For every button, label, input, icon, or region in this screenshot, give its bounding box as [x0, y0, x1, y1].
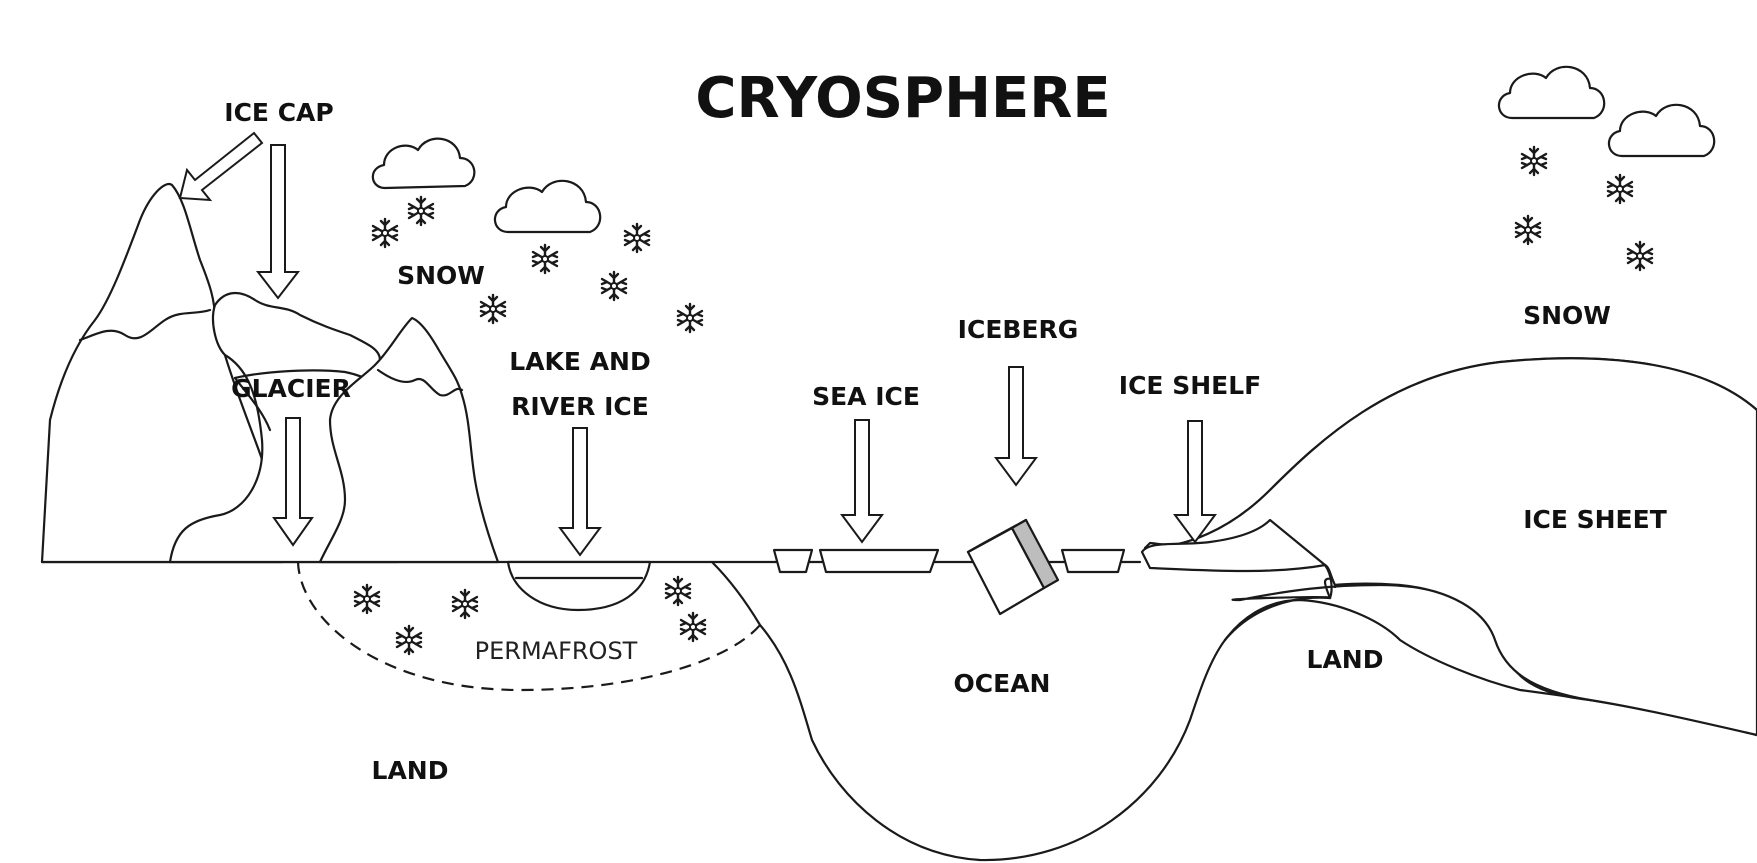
lake-basin: [506, 560, 652, 612]
label-snow-right: SNOW: [1523, 301, 1611, 330]
sea-ice-floe-1: [772, 548, 814, 574]
arrow-icon: [840, 419, 884, 544]
cloud-icon: [493, 179, 602, 234]
snowflake-icon: [676, 302, 704, 334]
label-lake-line1: LAKE AND: [509, 347, 650, 376]
label-ocean: OCEAN: [954, 669, 1051, 698]
arrow-icon: [255, 144, 301, 300]
arrow-icon: [272, 417, 314, 547]
arrow-icon: [558, 427, 602, 557]
snowflake-icon: [395, 624, 423, 656]
ice-sheet-body: [1143, 357, 1757, 737]
snowflake-icon: [531, 243, 559, 275]
arrow-icon: [178, 131, 264, 202]
snowflake-icon: [1520, 145, 1548, 177]
arrow-icon: [994, 366, 1038, 487]
label-ice-cap: ICE CAP: [224, 98, 333, 127]
snowflake-icon: [479, 293, 507, 325]
snowflake-icon: [451, 588, 479, 620]
sea-ice-floe-3: [1060, 548, 1126, 574]
diagram-title: CRYOSPHERE: [695, 66, 1110, 131]
mountain-right: [318, 316, 500, 564]
label-land-right: LAND: [1307, 645, 1384, 674]
mountain-left-snowline: [78, 308, 212, 342]
snowflake-icon: [664, 575, 692, 607]
mountain-right-snowline: [376, 368, 464, 397]
snowflake-icon: [371, 217, 399, 249]
ice-shelf-slab: [1140, 518, 1327, 573]
snowflake-icon: [1606, 173, 1634, 205]
snowflake-icon: [1626, 240, 1654, 272]
snowflake-icon: [600, 270, 628, 302]
snowflake-icon: [679, 611, 707, 643]
label-glacier: GLACIER: [231, 374, 351, 403]
sea-ice-floe-2: [818, 548, 940, 574]
mountain-left: [40, 182, 285, 564]
label-lake-line2: RIVER ICE: [511, 392, 649, 421]
label-ice-sheet: ICE SHEET: [1523, 505, 1667, 534]
cloud-icon: [1607, 103, 1716, 158]
cloud-icon: [371, 137, 476, 190]
glacier-outline-left: [233, 376, 272, 432]
arrow-icon: [1173, 420, 1217, 544]
snowflake-icon: [407, 195, 435, 227]
ocean-basin-left: [710, 560, 1227, 862]
snowflake-icon: [623, 222, 651, 254]
label-land-left: LAND: [372, 756, 449, 785]
snowflake-icon: [1514, 214, 1542, 246]
snowflake-icon: [353, 583, 381, 615]
label-snow-left: SNOW: [397, 261, 485, 290]
label-ice-shelf: ICE SHELF: [1119, 371, 1261, 400]
label-iceberg: ICEBERG: [958, 315, 1079, 344]
ice-sheet-edge: [1323, 563, 1333, 600]
permafrost-boundary: [296, 561, 761, 692]
iceberg-cube: [966, 518, 1060, 616]
label-sea-ice: SEA ICE: [812, 382, 920, 411]
land-right-bump: [1223, 596, 1332, 642]
cloud-icon: [1497, 65, 1606, 120]
label-permafrost: PERMAFROST: [475, 637, 638, 665]
